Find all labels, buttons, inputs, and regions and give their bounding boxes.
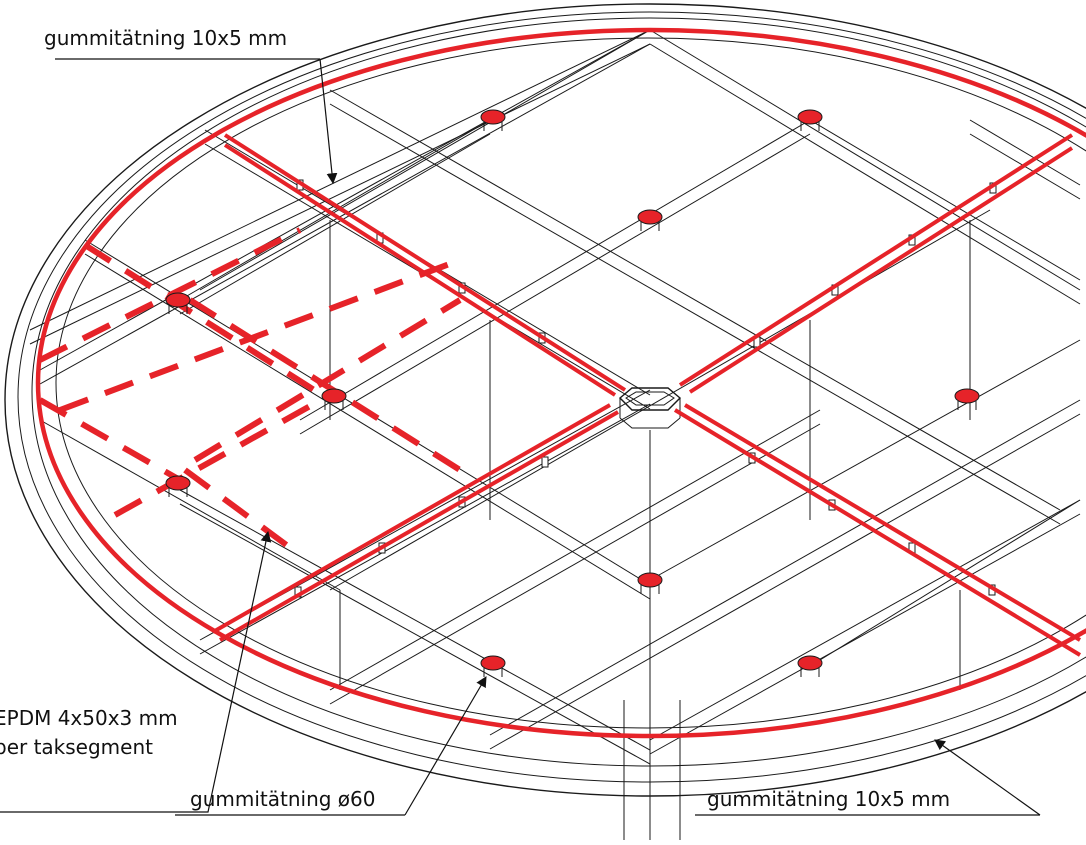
epdm-dash-strip bbox=[83, 242, 332, 403]
lattice-beam bbox=[819, 499, 1081, 661]
outer-rim bbox=[4, 3, 1086, 797]
lattice-beam-face bbox=[39, 43, 651, 385]
epdm-dash-strip bbox=[38, 397, 182, 483]
lattice-beam bbox=[199, 29, 651, 291]
lattice-beam-face bbox=[199, 403, 651, 655]
lattice-beam bbox=[179, 489, 651, 751]
round-seal-puck bbox=[797, 109, 823, 131]
lattice-beam-face bbox=[329, 103, 1061, 525]
round-seal-puck bbox=[637, 572, 663, 594]
lattice-beam bbox=[809, 119, 1081, 281]
lattice-beam bbox=[969, 119, 1081, 186]
label-bottom-seal: gummitätning 10x5 mm bbox=[707, 787, 950, 811]
round-seal-puck bbox=[480, 109, 506, 131]
seal-epdm-dashed bbox=[38, 227, 462, 558]
lattice-beam bbox=[649, 339, 1081, 581]
lattice-beam bbox=[329, 89, 1061, 511]
round-seal-puck bbox=[165, 475, 191, 497]
lattice-beam-face bbox=[329, 423, 821, 705]
lattice-beam-face bbox=[649, 43, 1081, 305]
inner-frame bbox=[55, 37, 1086, 729]
lattice-beam bbox=[329, 409, 821, 691]
lattice-beam-face bbox=[29, 43, 651, 345]
round-seal-puck bbox=[321, 388, 347, 410]
round-seal-puck bbox=[637, 209, 663, 231]
lattice-beam bbox=[489, 399, 1081, 736]
lattice-beam-face bbox=[649, 513, 1081, 755]
lattice-beam bbox=[39, 419, 341, 591]
epdm-dash-strip bbox=[183, 467, 302, 558]
lattice-beam bbox=[329, 209, 991, 591]
epdm-dash-strip bbox=[188, 297, 462, 473]
label-round-seal: gummitätning ø60 bbox=[190, 787, 375, 811]
lattice-beam-face bbox=[179, 503, 651, 765]
lattice-beam bbox=[649, 499, 1081, 741]
lattice-beam bbox=[179, 119, 491, 301]
clip bbox=[541, 456, 549, 468]
lattice-beam-face bbox=[299, 133, 811, 435]
lattice-beam bbox=[299, 119, 811, 421]
lattice-beam bbox=[649, 29, 1081, 291]
lattice-beam bbox=[39, 29, 651, 371]
epdm-dash-strip bbox=[113, 392, 332, 518]
round-seal-puck bbox=[480, 655, 506, 677]
lattice-beams bbox=[29, 29, 1081, 765]
seal-diagonal-beams bbox=[212, 133, 1082, 657]
label-epdm-line2: per taksegment bbox=[0, 735, 153, 759]
seal-round-pucks bbox=[165, 109, 980, 677]
leader-lines bbox=[0, 58, 1041, 816]
round-seal-puck bbox=[165, 292, 191, 314]
label-epdm-line1: EPDM 4x50x3 mm bbox=[0, 706, 178, 730]
seal-outer-ring bbox=[35, 27, 1086, 739]
central-hub bbox=[618, 387, 682, 429]
round-seal-puck bbox=[954, 388, 980, 410]
round-seal-puck bbox=[797, 655, 823, 677]
lattice-beam-face bbox=[179, 133, 491, 315]
epdm-dash-strip bbox=[193, 297, 462, 463]
lattice-beam bbox=[29, 29, 651, 331]
epdm-dash-strip bbox=[58, 257, 462, 413]
lattice-beam-face bbox=[489, 413, 1081, 750]
label-top-seal: gummitätning 10x5 mm bbox=[44, 26, 287, 50]
lattice-beam-face bbox=[84, 253, 651, 600]
